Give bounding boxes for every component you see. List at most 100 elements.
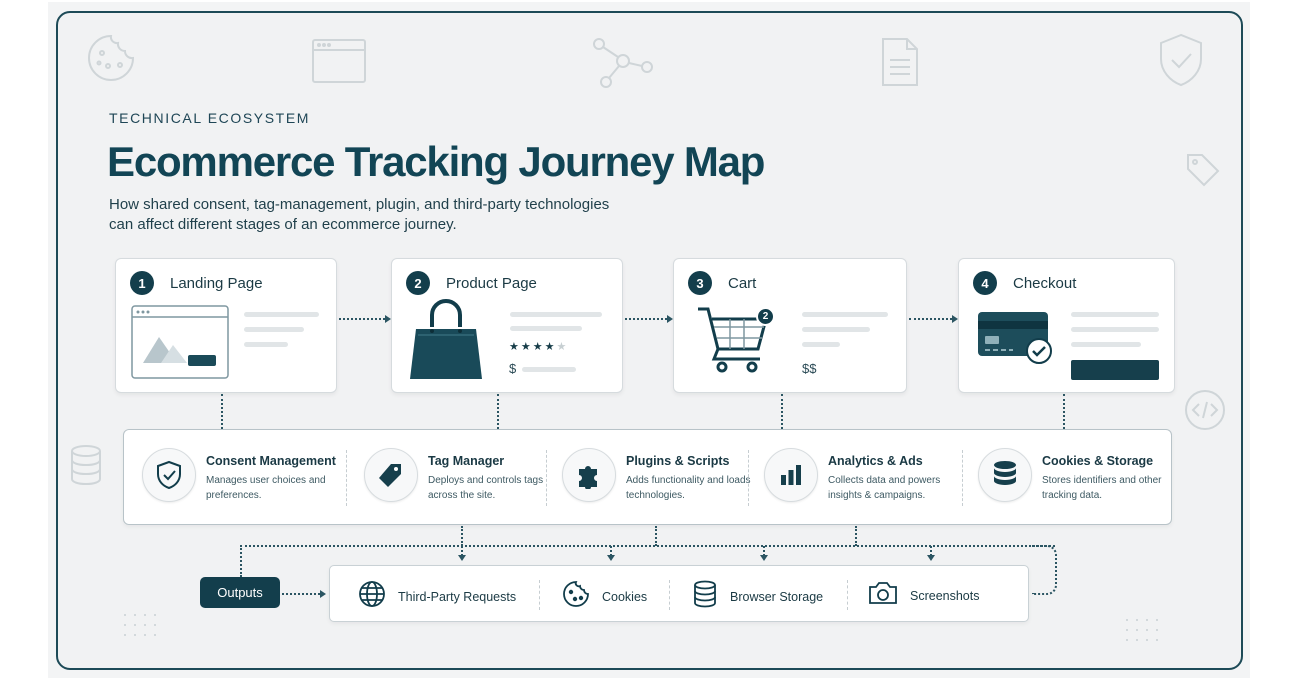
connector-line <box>240 545 242 577</box>
tech-consent-management: Consent Management Manages user choices … <box>142 448 336 508</box>
connector-line <box>497 394 499 429</box>
placeholder-line <box>1071 312 1159 317</box>
placeholder-line <box>244 327 304 332</box>
connector-line <box>221 394 223 429</box>
tech-name: Analytics & Ads <box>828 454 923 468</box>
output-cookies: Cookies <box>562 580 647 613</box>
stage-title: Landing Page <box>170 274 263 292</box>
divider <box>748 450 749 506</box>
technology-panel: Consent Management Manages user choices … <box>123 429 1172 525</box>
connector-line <box>781 394 783 429</box>
tech-description: Adds functionality and loads technologie… <box>626 475 751 501</box>
stage-card-checkout: 4 Checkout <box>958 258 1175 393</box>
price-tag-icon <box>1185 152 1221 188</box>
pay-button-illustration <box>1071 360 1159 380</box>
connector-line <box>855 526 857 546</box>
divider <box>346 450 347 506</box>
database-icon <box>978 448 1032 502</box>
database-icon <box>70 445 102 485</box>
stage-title: Checkout <box>1013 274 1077 292</box>
connector-line <box>610 546 612 556</box>
placeholder-line <box>802 327 870 332</box>
rating-stars: ★★★★★ <box>509 341 569 353</box>
decorative-dot-grid <box>120 610 160 640</box>
eyebrow-label: TECHNICAL ECOSYSTEM <box>109 110 311 126</box>
tech-description: Manages user choices and preferences. <box>206 475 326 501</box>
output-label: Cookies <box>602 589 648 604</box>
cookie-icon <box>562 580 590 613</box>
placeholder-line <box>1071 327 1159 332</box>
network-nodes-icon <box>592 37 654 89</box>
shield-check-icon <box>142 448 196 502</box>
arrow-head <box>760 555 768 561</box>
output-third-party-requests: Third-Party Requests <box>358 580 516 613</box>
connector-line <box>461 546 463 556</box>
price-symbol: $$ <box>802 361 817 376</box>
connector-line <box>461 526 463 546</box>
page-subtitle: How shared consent, tag-management, plug… <box>109 196 610 233</box>
placeholder-line <box>510 326 582 331</box>
outputs-label: Outputs <box>200 577 280 608</box>
camera-icon <box>868 580 898 611</box>
bar-chart-icon <box>764 448 818 502</box>
document-icon <box>882 38 918 86</box>
flow-arrow <box>625 315 673 323</box>
tech-plugins-scripts: Plugins & Scripts Adds functionality and… <box>562 448 754 508</box>
flow-arrow <box>339 315 391 323</box>
output-browser-storage: Browser Storage <box>692 580 823 613</box>
placeholder-line <box>244 342 288 347</box>
arrow-head <box>607 555 615 561</box>
stage-title: Cart <box>728 274 757 292</box>
connector-line <box>1063 394 1065 429</box>
cart-count-badge: 2 <box>756 307 775 326</box>
output-label: Third-Party Requests <box>398 589 517 604</box>
stage-card-product-page: 2 Product Page ★★★★★ $ <box>391 258 623 393</box>
divider <box>962 450 963 506</box>
divider <box>669 580 670 610</box>
tech-name: Tag Manager <box>428 454 505 468</box>
placeholder-line <box>802 342 840 347</box>
tech-cookies-storage: Cookies & Storage Stores identifiers and… <box>978 448 1170 508</box>
browser-window-icon <box>312 39 366 83</box>
placeholder-line <box>510 312 602 317</box>
placeholder-line <box>244 312 319 317</box>
tech-name: Plugins & Scripts <box>626 454 730 468</box>
landing-page-illustration <box>131 305 229 384</box>
globe-icon <box>358 580 386 613</box>
tech-name: Cookies & Storage <box>1042 454 1154 468</box>
price-symbol: $ <box>509 361 517 376</box>
output-screenshots: Screenshots <box>868 580 979 611</box>
placeholder-line <box>802 312 888 317</box>
stage-number: 1 <box>130 271 154 295</box>
arrow-head <box>927 555 935 561</box>
stage-card-landing-page: 1 Landing Page <box>115 258 337 393</box>
outputs-panel: Third-Party Requests Cookies Browser Sto… <box>329 565 1029 622</box>
flow-arrow <box>282 590 326 598</box>
stage-number: 3 <box>688 271 712 295</box>
tech-tag-manager: Tag Manager Deploys and controls tags ac… <box>364 448 556 508</box>
code-icon <box>1184 389 1226 431</box>
stage-title: Product Page <box>446 274 537 292</box>
decorative-dot-grid <box>1122 615 1162 645</box>
handbag-icon <box>406 299 486 390</box>
placeholder-line <box>1071 342 1141 347</box>
connector-line <box>763 546 765 556</box>
tech-name: Consent Management <box>206 454 336 468</box>
divider <box>847 580 848 610</box>
divider <box>539 580 540 610</box>
tech-analytics-ads: Analytics & Ads Collects data and powers… <box>764 448 956 508</box>
output-label: Screenshots <box>910 588 980 603</box>
tech-description: Collects data and powers insights & camp… <box>828 475 941 501</box>
placeholder-line <box>522 367 576 372</box>
tag-icon <box>364 448 418 502</box>
page-title: Ecommerce Tracking Journey Map <box>107 138 765 185</box>
stage-number: 4 <box>973 271 997 295</box>
puzzle-icon <box>562 448 616 502</box>
credit-card-icon <box>977 311 1057 370</box>
connector-line <box>1032 545 1057 595</box>
connector-line <box>930 546 932 556</box>
stage-card-cart: 3 Cart 2 $$ <box>673 258 907 393</box>
connector-line <box>655 526 657 546</box>
cookie-icon <box>86 33 136 83</box>
arrow-head <box>458 555 466 561</box>
